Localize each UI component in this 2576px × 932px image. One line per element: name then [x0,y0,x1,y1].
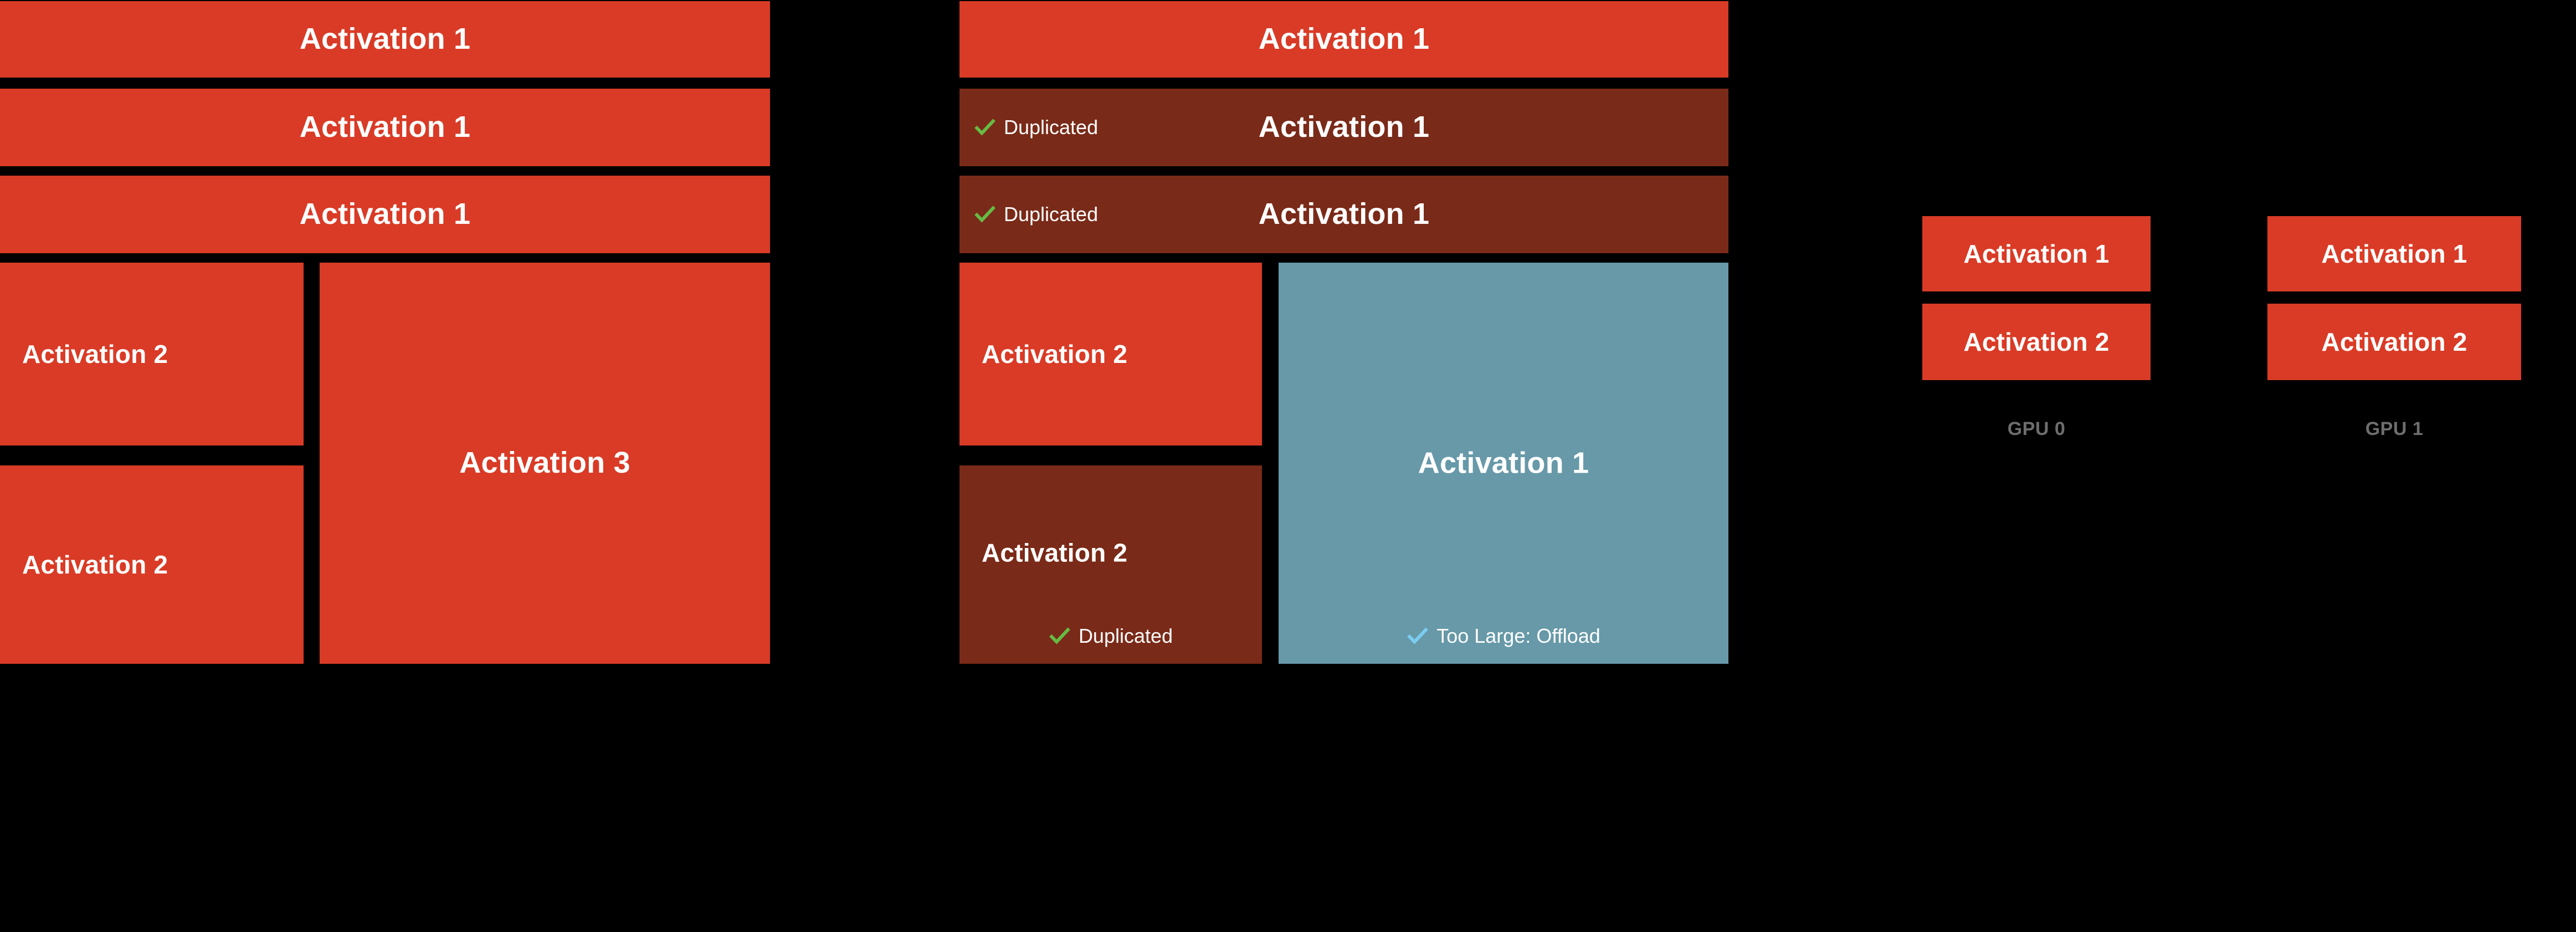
activation-block-left-3: Activation 1 [0,176,770,253]
gpu-label-0: GPU 0 [2007,418,2066,439]
status-badge-label: Duplicated [1004,203,1099,226]
status-badge-label: Too Large: Offload [1436,624,1600,647]
gpu1-activation-block-2: Activation 2 [2267,304,2521,380]
activation-block-left-4: Activation 2 [0,263,304,445]
activation-block-label: Activation 2 [982,538,1128,567]
activation-block-label: Activation 1 [299,22,471,56]
activation-block-left-1: Activation 1 [0,1,770,78]
status-badge-duplicated: Duplicated [974,203,1098,226]
check-icon [974,206,995,223]
activation-block-label: Activation 1 [1258,197,1430,231]
status-badge-label: Duplicated [1078,624,1173,647]
status-badge-duplicated: Duplicated [974,116,1098,139]
status-badge-label: Duplicated [1004,116,1099,139]
check-icon [1407,627,1429,644]
activation-block-label: Activation 1 [299,110,471,144]
activation-block-label: Activation 1 [1963,239,2110,268]
activation-block-mid-3: Activation 1 Duplicated [959,176,1728,253]
status-badge-wrap: Too Large: Offload [1279,625,1728,647]
gpu1-activation-block-1: Activation 1 [2267,216,2521,291]
status-badge-offload: Too Large: Offload [1407,625,1600,647]
activation-block-left-6: Activation 3 [320,263,770,664]
gpu0-activation-block-1: Activation 1 [1922,216,2151,291]
activation-block-label: Activation 1 [1258,22,1430,56]
activation-block-title-wrap: Activation 1 [959,89,1728,166]
activation-block-label: Activation 3 [459,446,630,480]
activation-block-title-wrap: Activation 1 [959,176,1728,253]
gpu-label-1: GPU 1 [2365,418,2424,439]
activation-block-label: Activation 1 [2321,239,2467,268]
activation-block-title-wrap: Activation 1 [1279,446,1728,480]
activation-block-title-wrap: Activation 2 [959,539,1262,567]
gpu0-activation-block-2: Activation 2 [1922,304,2151,380]
activation-block-label: Activation 2 [22,339,168,368]
activation-block-mid-4: Activation 2 [959,263,1262,445]
activation-block-mid-2: Activation 1 Duplicated [959,89,1728,166]
activation-block-label: Activation 2 [1963,327,2110,356]
activation-block-label: Activation 1 [1418,446,1589,480]
status-badge-duplicated: Duplicated [1049,625,1173,647]
activation-block-mid-6-offloaded: Activation 1 Too Large: Offload [1279,263,1728,664]
activation-block-left-2: Activation 1 [0,89,770,166]
activation-block-label: Activation 1 [299,197,471,231]
activation-block-left-5: Activation 2 [0,465,304,664]
status-badge-wrap: Duplicated [959,625,1262,647]
activation-block-mid-1: Activation 1 [959,1,1728,78]
activation-block-label: Activation 2 [982,339,1128,368]
activation-block-label: Activation 1 [1258,110,1430,144]
check-icon [1049,627,1070,644]
activation-block-label: Activation 2 [22,550,168,579]
activation-block-mid-5: Activation 2 Duplicated [959,465,1262,664]
activation-block-label: Activation 2 [2321,327,2467,356]
check-icon [974,119,995,136]
